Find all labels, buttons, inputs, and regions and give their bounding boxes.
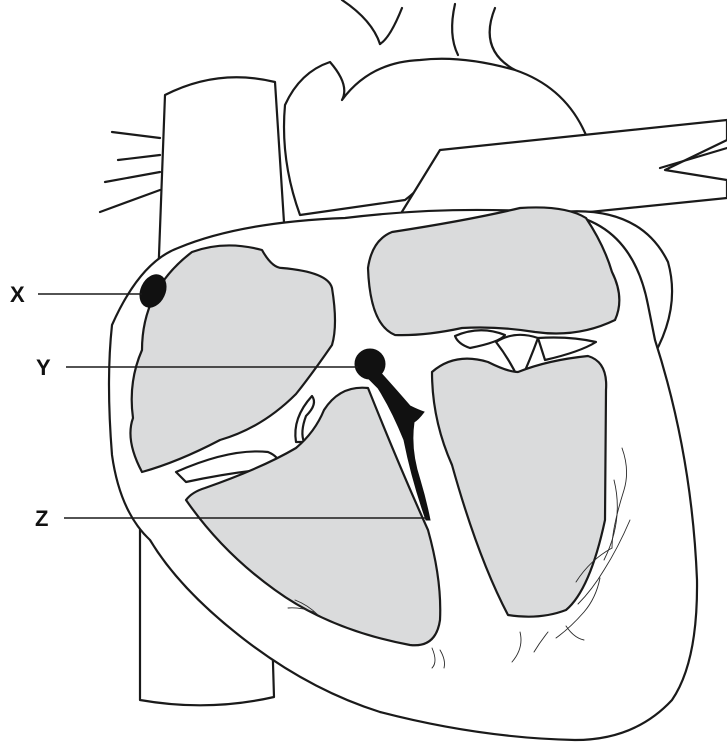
pulmonary-vein-line — [118, 155, 160, 160]
pulmonary-vein-line — [112, 132, 160, 138]
label-z: Z — [35, 506, 48, 531]
aortic-branch-line — [342, 0, 380, 44]
aortic-branch-line — [380, 8, 402, 44]
aortic-branch-line — [452, 4, 458, 55]
pulmonary-vein-line — [105, 172, 160, 182]
pulmonary-vein-line — [100, 190, 160, 212]
label-x: X — [10, 282, 25, 307]
label-y: Y — [36, 355, 51, 380]
aortic-branch-line — [490, 8, 515, 70]
